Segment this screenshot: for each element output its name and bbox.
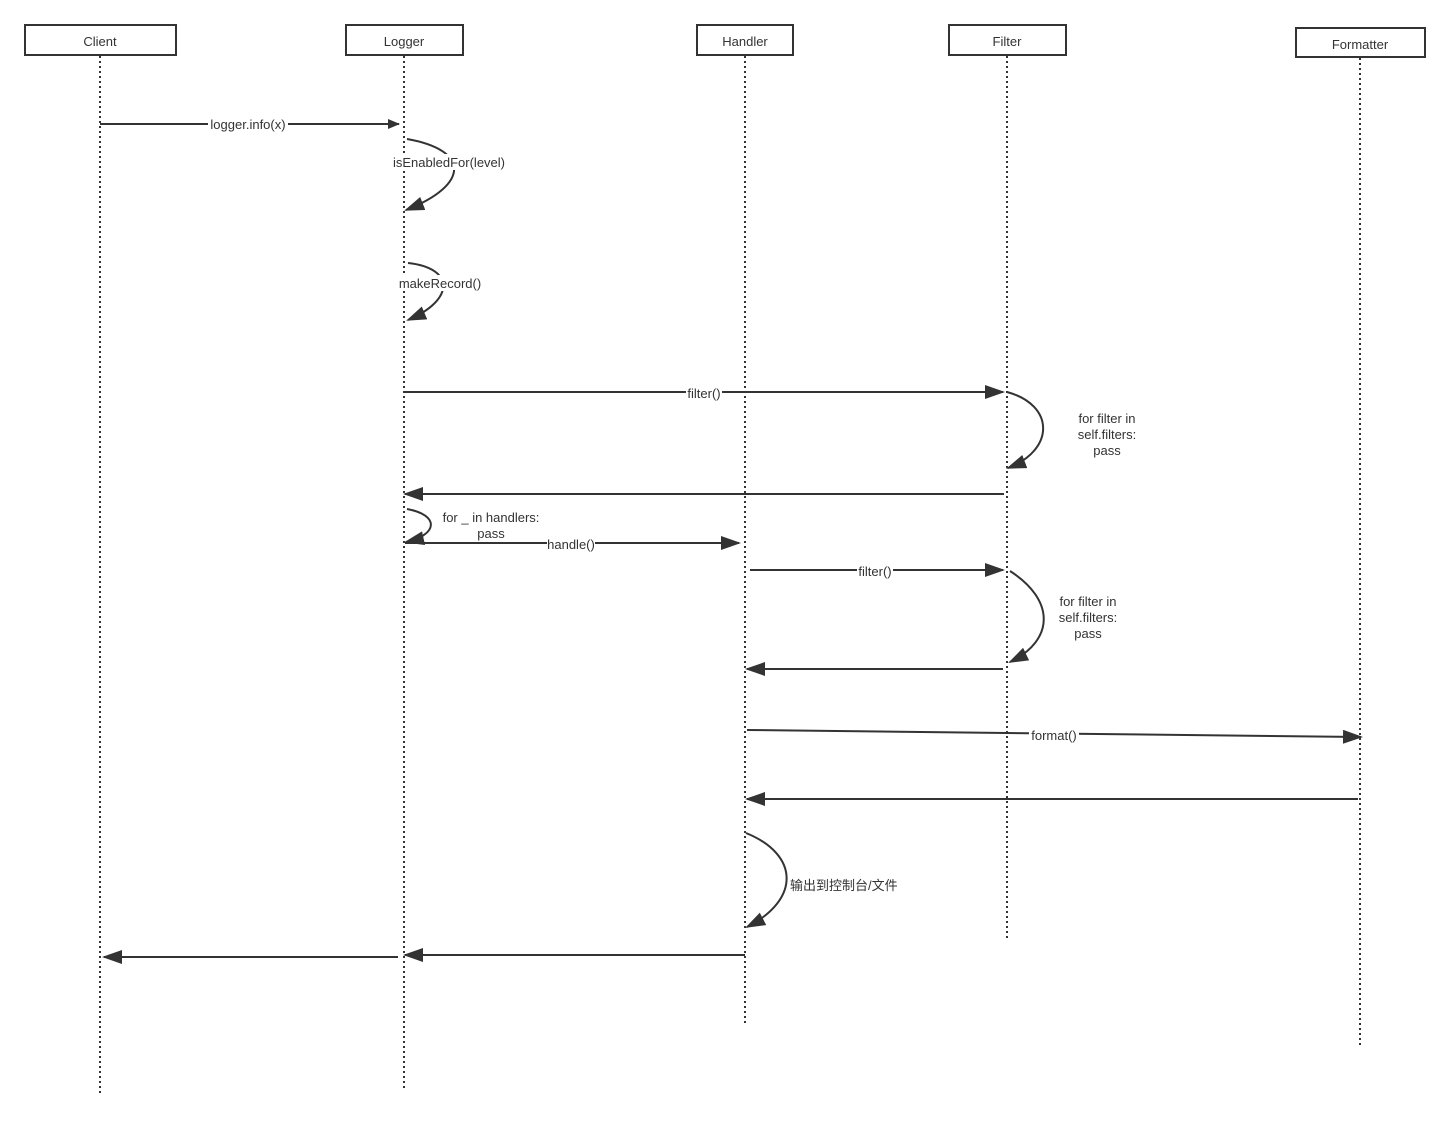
participant-filter[interactable]: Filter xyxy=(948,24,1067,56)
message-label: filter() xyxy=(858,564,891,579)
participant-label: Client xyxy=(83,34,117,49)
self-message-arrow[interactable] xyxy=(745,832,788,928)
message-label: for filter in xyxy=(1078,411,1135,426)
message-label: self.filters: xyxy=(1078,427,1137,442)
message-label: 输出到控制台/文件 xyxy=(790,878,898,893)
self-message-arrow[interactable] xyxy=(1008,570,1045,663)
participant-label: Filter xyxy=(993,34,1023,49)
participant-client[interactable]: Client xyxy=(24,24,177,56)
self-message-arrow[interactable] xyxy=(404,508,432,545)
message-label: self.filters: xyxy=(1059,610,1118,625)
participant-label: Logger xyxy=(384,34,425,49)
message-label: isEnabledFor(level) xyxy=(393,155,505,170)
participant-handler[interactable]: Handler xyxy=(696,24,794,56)
participant-label: Formatter xyxy=(1332,37,1389,52)
message-label: pass xyxy=(1093,443,1121,458)
message-label: filter() xyxy=(687,386,720,401)
self-message-arrow[interactable] xyxy=(404,138,455,211)
message-label: handle() xyxy=(547,537,595,552)
message-label: pass xyxy=(477,526,505,541)
message-label: logger.info(x) xyxy=(210,117,285,132)
self-message-arrow[interactable] xyxy=(406,262,445,321)
self-message-arrow[interactable] xyxy=(1006,391,1044,469)
message-label: format() xyxy=(1031,728,1077,743)
message-label: for filter in xyxy=(1059,594,1116,609)
message-label: pass xyxy=(1074,626,1102,641)
participant-label: Handler xyxy=(722,34,768,49)
message-label: makeRecord() xyxy=(399,276,481,291)
message-label: for _ in handlers: xyxy=(443,510,540,525)
participant-logger[interactable]: Logger xyxy=(345,24,464,56)
participant-formatter[interactable]: Formatter xyxy=(1295,27,1426,58)
